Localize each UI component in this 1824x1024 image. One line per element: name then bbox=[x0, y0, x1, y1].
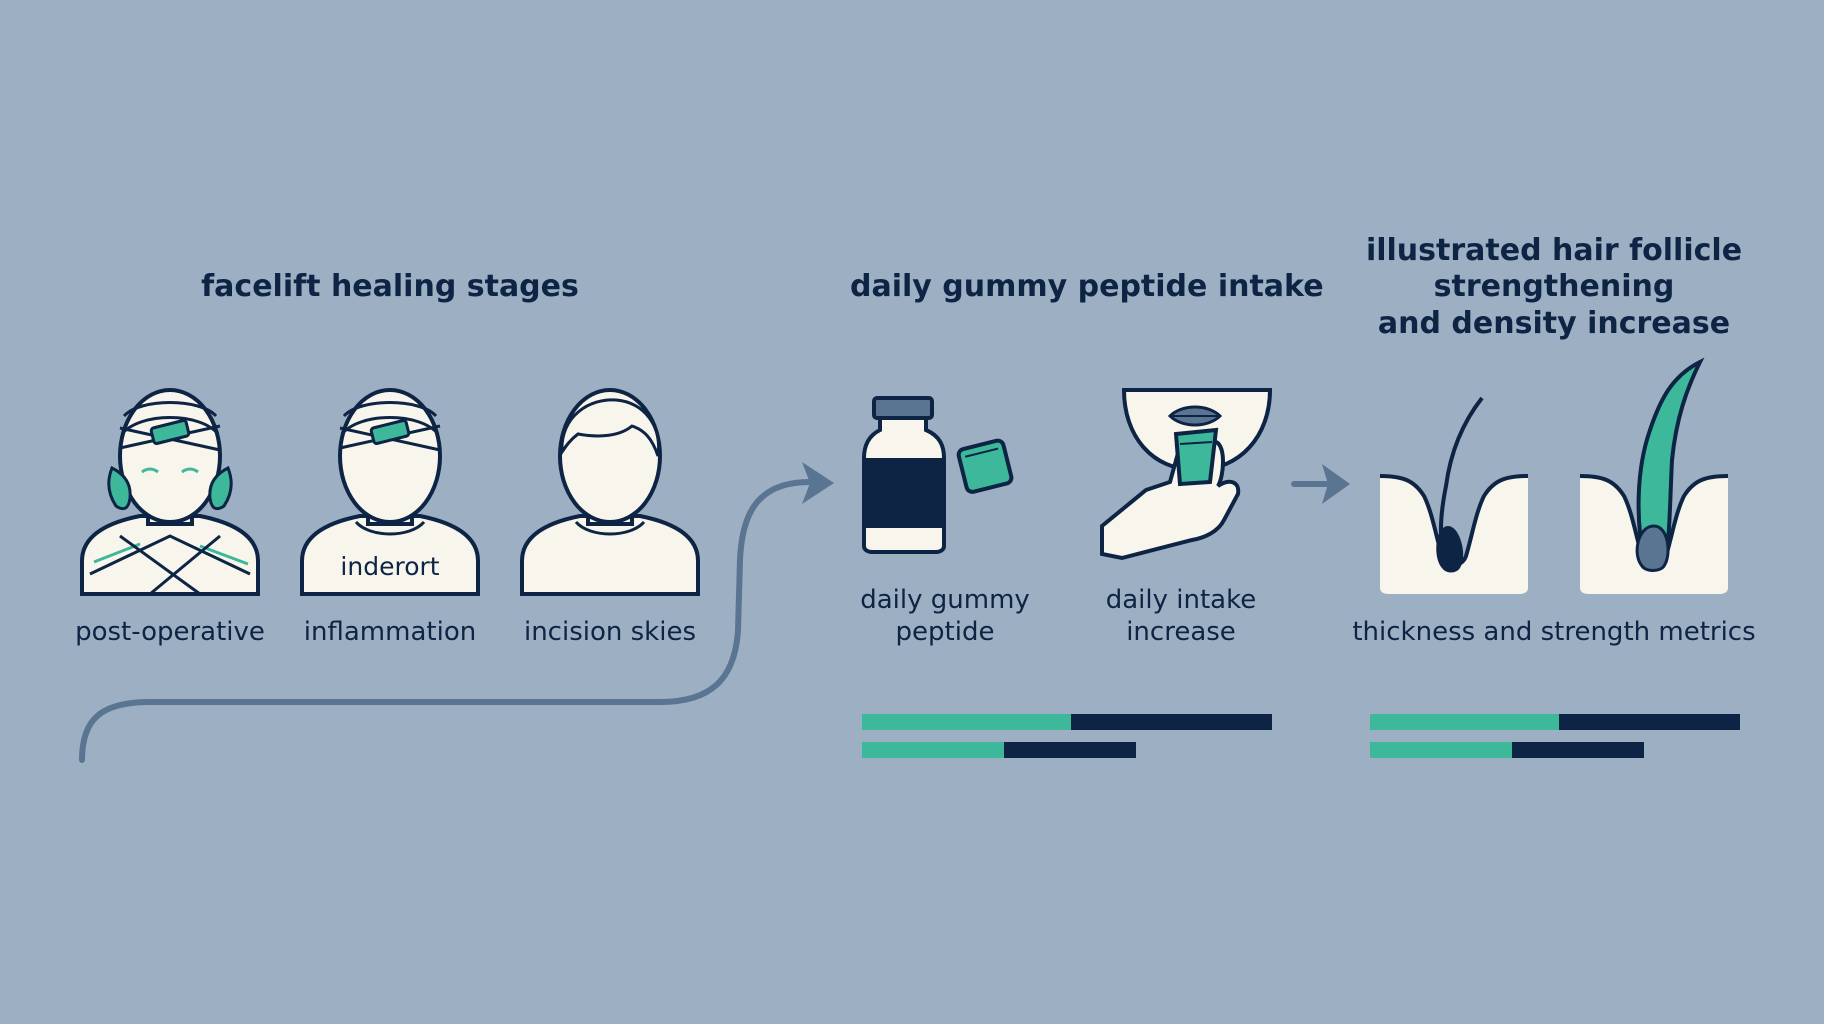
intake-metric-bar bbox=[862, 742, 1136, 758]
hair-section-title: illustrated hair follicle bbox=[1365, 233, 1743, 268]
intake-label: increase bbox=[1126, 617, 1236, 647]
hair-metrics-label: thickness and strength metrics bbox=[1352, 617, 1756, 647]
hair-section-title: and density increase bbox=[1377, 306, 1731, 341]
healing-section-title: facelift healing stages bbox=[201, 269, 579, 304]
hair-metric-bar bbox=[1370, 742, 1644, 758]
head-wrap-icon bbox=[300, 388, 480, 596]
right-arrow-icon bbox=[1291, 464, 1350, 504]
intake-label: daily gummy bbox=[860, 585, 1030, 615]
stage-label: incision skies bbox=[523, 617, 696, 647]
healed-face-icon bbox=[520, 388, 700, 596]
stage-overlay-text: inderort bbox=[340, 552, 440, 581]
intake-section-title: daily gummy peptide intake bbox=[850, 269, 1324, 304]
hair-metric-bar-fill bbox=[1370, 714, 1559, 730]
stage-label: post-operative bbox=[75, 617, 265, 647]
hair-section-title: strengthening bbox=[1433, 269, 1675, 304]
thin-hair-follicle-icon bbox=[1379, 396, 1529, 594]
intake-metric-bar-fill bbox=[862, 714, 1072, 730]
hand-gummy-mouth-icon bbox=[1100, 388, 1273, 561]
strong-hair-follicle-icon bbox=[1579, 357, 1729, 594]
hair-metric-bar bbox=[1370, 714, 1740, 730]
peptide-bottle-icon bbox=[862, 396, 1014, 554]
intake-label: daily intake bbox=[1105, 585, 1257, 615]
intake-label: peptide bbox=[895, 617, 995, 647]
intake-metric-bar-fill bbox=[862, 742, 1005, 758]
stage-label: inflammation bbox=[303, 617, 477, 647]
bandaged-face-icon bbox=[80, 388, 260, 596]
intake-metric-bar bbox=[862, 714, 1272, 730]
hair-metric-bar-fill bbox=[1370, 742, 1513, 758]
